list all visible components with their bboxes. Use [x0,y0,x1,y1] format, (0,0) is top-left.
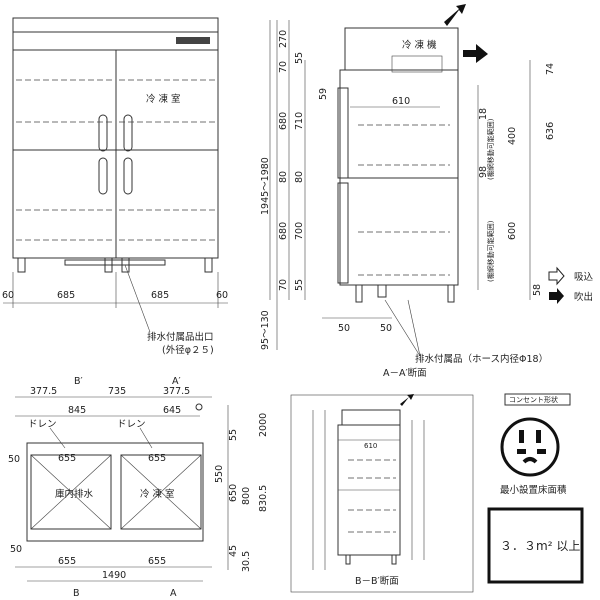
exhaust-arrow-icon [463,44,488,63]
dim-58: 58 [532,284,543,296]
freezer-label: 冷 凍 室 [146,93,181,105]
plan-bottom-655-left: 655 [58,556,76,567]
plan-dim-55: 55 [228,429,239,441]
dim-700: 700 [294,222,305,240]
exhaust-arrow-icon [549,288,564,304]
leg [204,257,213,273]
dim-overall-height: 1945～1980 [260,157,271,215]
plan-dim-377-right: 377.5 [163,386,190,397]
dim-59: 59 [318,88,329,100]
dim-610: 610 [392,96,410,107]
plan-bottom-1490: 1490 [102,570,126,581]
outlet-icon [500,417,560,477]
plan-dim-2000: 2000 [258,413,269,437]
drain-hose-label: 排水付属品（ホース内径Φ18） [415,353,548,365]
front-view: 冷 凍 室 60 685 685 60 排水付属品出口 (外径φ２５) [2,17,228,356]
dim-18: 18 [478,108,489,120]
plan-dim-800: 800 [241,487,252,505]
plan-dim-550: 550 [214,465,225,483]
intake-arrow-icon [548,266,565,286]
dim-685-left: 685 [57,290,75,301]
door-handle [123,114,133,152]
shelf-range-2-value: 600 [507,222,518,240]
section-aa: 270 70 680 80 680 70 95～130 1945～1980 55… [260,4,556,379]
drain-label-right: ドレン [117,419,146,430]
dim-80-inner: 80 [294,171,305,183]
plan-dim-377-left: 377.5 [30,386,57,397]
mark-a: A [170,588,177,599]
dim-98: 98 [478,166,489,178]
outlet-shape: コンセント形状 最小設置床面積 ３．３m² 以上 [487,393,584,584]
bb-dim-610: 610 [364,442,377,450]
door-section [337,87,349,179]
dim-685-right: 685 [151,290,169,301]
section-aa-title: A－A′断面 [383,367,427,379]
dim-50-a: 50 [338,323,350,334]
plan-dim-735: 735 [108,386,126,397]
shelf-range-2: (棚網移動可能範囲) [486,220,495,282]
dim-270: 270 [278,30,289,48]
mark-b: B [73,588,80,599]
dim-60-right: 60 [216,290,228,301]
exhaust-label: 吹出 [574,291,593,303]
outlet-title: コンセント形状 [509,395,558,404]
intake-label: 吸込 [574,272,594,283]
plan-dim-50-top: 50 [8,454,20,465]
dim-70: 70 [278,61,289,73]
door-handle [98,114,108,152]
compartment-width-right: 655 [148,453,166,464]
plan-dim-650: 650 [228,484,239,502]
dim-680: 680 [278,112,289,130]
exhaust-arrow-icon [400,394,414,406]
plan-dim-645: 645 [163,405,181,416]
dim-710: 710 [294,112,305,130]
airflow-legend: 吸込 吹出 [548,266,594,304]
dim-55: 55 [294,52,305,64]
dim-74: 74 [545,63,556,75]
drain-outlet-note: (外径φ２５) [162,344,214,356]
section-bb-title: B－B′断面 [355,575,399,587]
dim-50-b: 50 [380,323,392,334]
plan-dim-45: 45 [228,545,239,557]
dim-80: 80 [278,171,289,183]
drain-label-left: ドレン [28,419,57,430]
leg [17,257,26,273]
drain-outlet-label: 排水付属品出口 [147,331,214,343]
dim-70b: 70 [278,279,289,291]
shelf-range-1-value: 400 [507,127,518,145]
dim-95-130: 95～130 [260,310,271,350]
plan-view: 377.5 735 377.5 B′ A′ 845 645 ドレン ドレン 65… [8,376,269,599]
door-handle [98,157,108,195]
dim-680b: 680 [278,222,289,240]
dim-60-left: 60 [2,290,14,301]
plan-freezer-label: 冷 凍 室 [140,488,175,500]
min-area-value: ３．３m² 以上 [500,539,580,553]
plan-bottom-655-right: 655 [148,556,166,567]
plan-dim-50-bottom: 50 [10,544,22,555]
min-area-label: 最小設置床面積 [500,484,567,496]
exhaust-arrow-icon [444,4,466,26]
mark-a-prime: A′ [172,376,181,387]
control-panel [176,37,210,44]
compartment-width-left: 655 [58,453,76,464]
plan-dim-845: 845 [68,405,86,416]
plan-dim-30: 30.5 [241,551,252,572]
unit-label: 冷 凍 機 [402,39,437,51]
door-handle [123,157,133,195]
plan-dim-830: 830.5 [258,485,269,512]
mark-b-prime: B′ [74,376,83,387]
dim-55b: 55 [294,279,305,291]
inner-drain-label: 庫内排水 [55,488,94,500]
area-box [487,507,584,584]
section-bb: 610 B－B′断面 [290,394,474,593]
shelf-range-1: (棚網移動可能範囲) [486,118,495,180]
door-section [337,182,349,284]
drain-outlet-marker [195,403,203,411]
dim-636: 636 [545,122,556,140]
